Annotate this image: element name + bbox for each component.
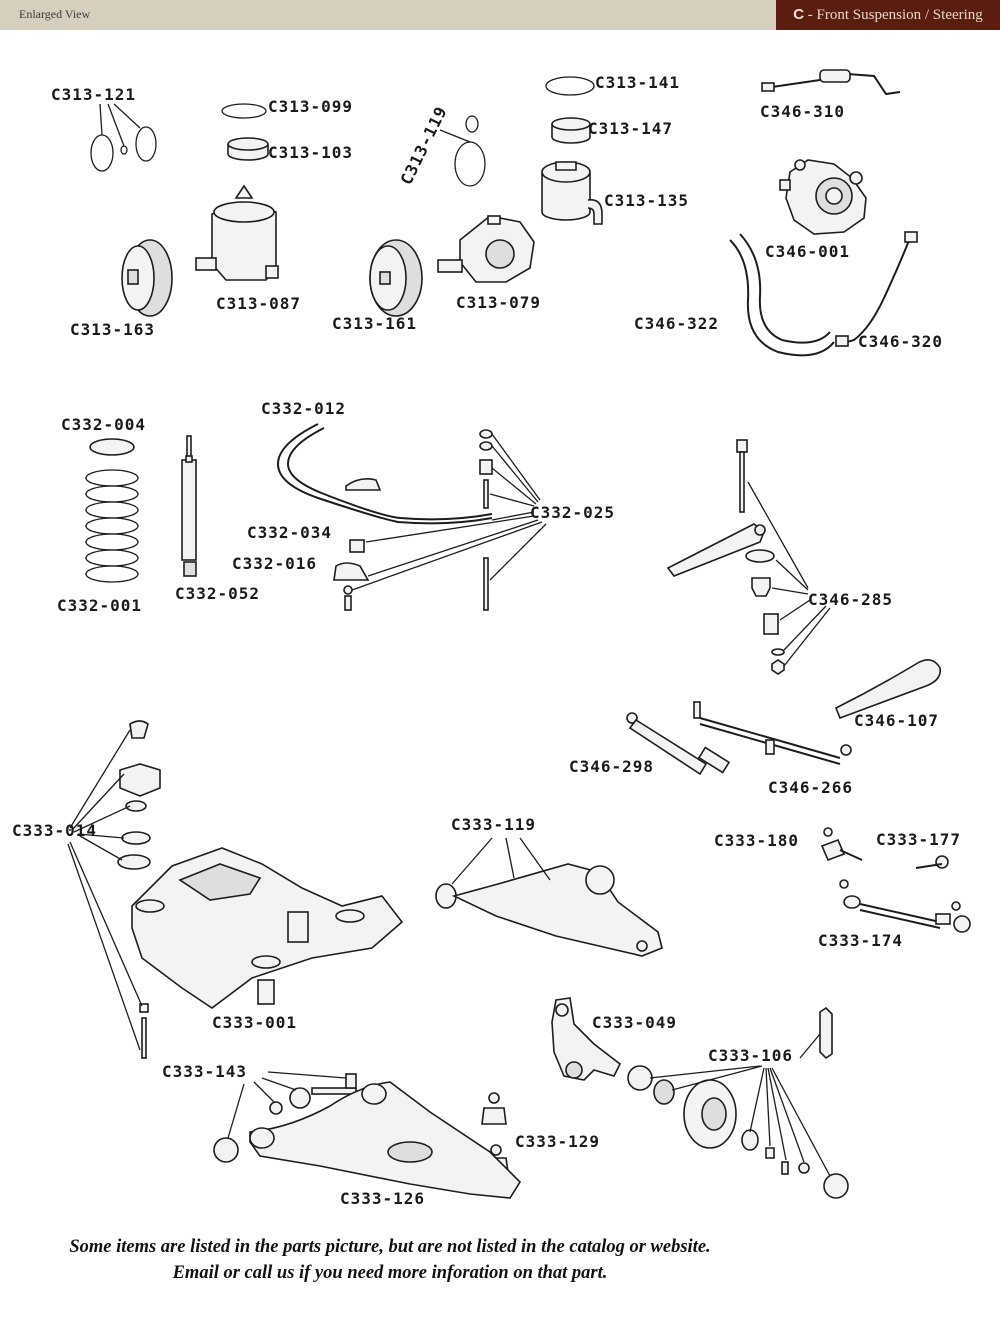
part-label-C313-135[interactable]: C313-135 (604, 191, 689, 210)
part-label-C313-103[interactable]: C313-103 (268, 143, 353, 162)
supply-hose-drawing (835, 231, 918, 347)
part-label-C333-106[interactable]: C333-106 (708, 1046, 793, 1065)
part-label-C333-129[interactable]: C333-129 (515, 1132, 600, 1151)
lower-control-arm-drawing (249, 1081, 522, 1199)
footnote: Some items are listed in the parts pictu… (0, 1234, 780, 1286)
part-label-C332-001[interactable]: C332-001 (57, 596, 142, 615)
bushing-clamp-drawing (333, 562, 370, 581)
footnote-line-1: Some items are listed in the parts pictu… (69, 1237, 711, 1257)
part-label-C333-143[interactable]: C333-143 (162, 1062, 247, 1081)
lower-arm-bushing-kit-drawing (213, 1071, 357, 1163)
steering-damper-drawing (626, 712, 731, 776)
part-label-C333-174[interactable]: C333-174 (818, 931, 903, 950)
reservoir-drawing (541, 161, 603, 225)
part-label-C313-079[interactable]: C313-079 (456, 293, 541, 312)
pitman-arm-drawing (834, 659, 942, 720)
o-ring-set-drawing (90, 103, 157, 172)
part-label-C346-266[interactable]: C346-266 (768, 778, 853, 797)
seal-ring-drawing (221, 103, 267, 119)
part-label-C313-147[interactable]: C313-147 (588, 119, 673, 138)
pressure-line-drawing (761, 69, 901, 96)
part-labels: C313-121 C313-099 C313-103 C313-119 C313… (12, 73, 961, 1208)
pump-pulley-drawing (121, 239, 173, 317)
front-crossmember-drawing (131, 847, 404, 1009)
small-o-ring-drawing (465, 115, 479, 133)
part-label-C333-126[interactable]: C333-126 (340, 1189, 425, 1208)
stabilizer-bar-drawing (276, 423, 493, 525)
subframe-mount-kit-drawing (67, 720, 161, 1059)
part-label-C332-012[interactable]: C332-012 (261, 399, 346, 418)
reservoir-cap-drawing (551, 117, 591, 144)
stabilizer-link-kit-drawing (479, 429, 493, 611)
part-label-C313-087[interactable]: C313-087 (216, 294, 301, 313)
bushing-drawing (227, 137, 269, 161)
coil-spring-drawing (85, 469, 139, 583)
wheel-hub-kit-drawing (627, 1006, 849, 1199)
part-label-C346-001[interactable]: C346-001 (765, 242, 850, 261)
part-label-C313-119[interactable]: C313-119 (397, 103, 451, 188)
shock-absorber-drawing (181, 435, 197, 577)
steering-pump-drawing (779, 159, 867, 235)
part-label-C332-025[interactable]: C332-025 (530, 503, 615, 522)
part-label-C346-107[interactable]: C346-107 (854, 711, 939, 730)
part-label-C313-099[interactable]: C313-099 (268, 97, 353, 116)
return-hose-drawing (729, 233, 835, 357)
section-title-tab[interactable]: C - Front Suspension / Steering (776, 0, 1000, 30)
part-label-C333-001[interactable]: C333-001 (212, 1013, 297, 1032)
part-label-C332-016[interactable]: C332-016 (232, 554, 317, 573)
part-label-C346-285[interactable]: C346-285 (808, 590, 893, 609)
part-leader-lines-a (351, 433, 547, 591)
clamp-washer-drawing (343, 585, 353, 595)
parts-diagram: C313-121 C313-099 C313-103 C313-119 C313… (12, 69, 971, 1208)
part-label-C346-322[interactable]: C346-322 (634, 314, 719, 333)
part-label-C333-177[interactable]: C333-177 (876, 830, 961, 849)
pump-pulley-b-drawing (369, 239, 423, 317)
part-label-C313-141[interactable]: C313-141 (595, 73, 680, 92)
part-label-C332-052[interactable]: C332-052 (175, 584, 260, 603)
part-label-C333-119[interactable]: C333-119 (451, 815, 536, 834)
steering-pump-a-drawing (195, 184, 279, 281)
steering-pump-b-drawing (437, 215, 535, 283)
tie-rod-assembly-drawing (839, 879, 971, 933)
part-label-C333-049[interactable]: C333-049 (592, 1013, 677, 1032)
upper-control-arm-drawing (435, 837, 663, 957)
part-label-C313-163[interactable]: C313-163 (70, 320, 155, 339)
part-label-C346-298[interactable]: C346-298 (569, 757, 654, 776)
spring-pad-drawing (89, 438, 135, 456)
section-letter: C (793, 6, 805, 23)
large-o-ring-drawing (454, 141, 486, 187)
steering-knuckle-drawing (551, 997, 622, 1081)
part-label-C346-310[interactable]: C346-310 (760, 102, 845, 121)
part-label-C333-180[interactable]: C333-180 (714, 831, 799, 850)
idler-arm-kit-drawing (666, 439, 831, 675)
footnote-line-2: Email or call us if you need more infora… (172, 1263, 608, 1283)
stabilizer-bushing-drawing (349, 539, 365, 553)
enlarged-view-label: Enlarged View (19, 7, 91, 21)
header-bar: Enlarged View C - Front Suspension / Ste… (0, 0, 1000, 30)
reservoir-ring-drawing (545, 76, 595, 96)
part-label-C333-014[interactable]: C333-014 (12, 821, 97, 840)
center-drag-link-drawing (693, 701, 852, 765)
part-label-C332-004[interactable]: C332-004 (61, 415, 146, 434)
section-title: - Front Suspension / Steering (807, 7, 983, 23)
part-label-C332-034[interactable]: C332-034 (247, 523, 332, 542)
outer-tie-rod-end-drawing (820, 827, 863, 862)
part-label-C313-121[interactable]: C313-121 (51, 85, 136, 104)
part-label-C346-320[interactable]: C346-320 (858, 332, 943, 351)
inner-tie-rod-end-drawing (915, 855, 949, 869)
part-label-C313-161[interactable]: C313-161 (332, 314, 417, 333)
clamp-bolt-drawing (344, 595, 352, 611)
